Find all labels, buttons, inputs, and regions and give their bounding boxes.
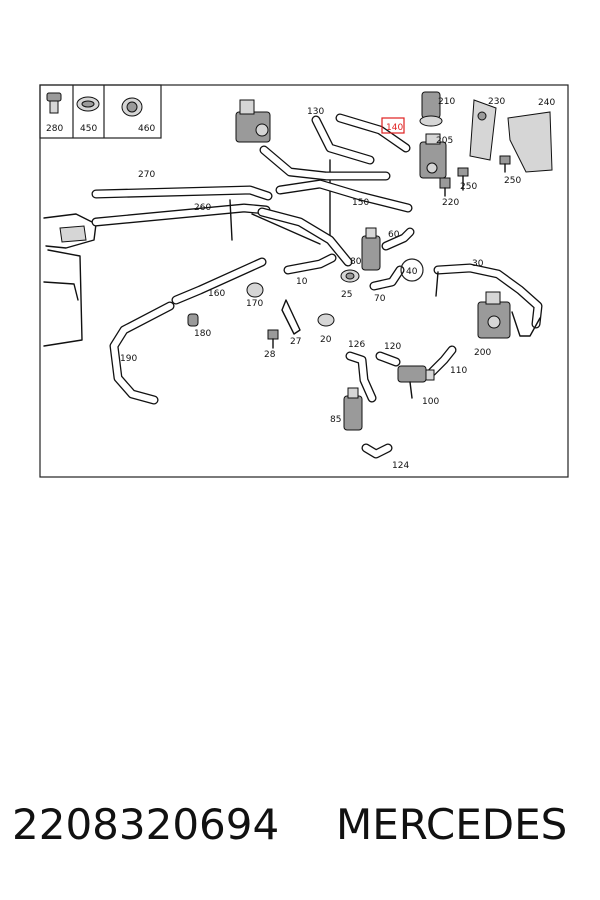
screw-250a-icon <box>457 167 469 191</box>
footer: 2208320694 MERCEDES <box>0 800 600 870</box>
label-270: 270 <box>138 170 155 180</box>
hose-10 <box>283 253 337 275</box>
label-280: 280 <box>46 124 63 134</box>
clamp-25-icon <box>340 269 360 283</box>
hose-150 <box>275 179 413 213</box>
hose-lower-loop <box>257 207 353 267</box>
label-190: 190 <box>120 354 137 364</box>
part-20-icon <box>317 313 335 327</box>
label-85: 85 <box>330 415 341 425</box>
label-70: 70 <box>374 294 386 304</box>
pump-85-icon <box>343 387 363 431</box>
label-20: 20 <box>320 335 332 345</box>
hose-110 <box>427 345 457 377</box>
label-170: 170 <box>246 299 263 309</box>
part-280-icon <box>46 92 62 114</box>
label-10: 10 <box>296 277 308 287</box>
label-130: 130 <box>307 107 324 117</box>
label-25: 25 <box>341 290 352 300</box>
label-250a: 250 <box>460 182 477 192</box>
label-126: 126 <box>348 340 365 350</box>
label-40: 40 <box>406 267 418 277</box>
callout-circle-40 <box>400 258 424 282</box>
label-460: 460 <box>138 124 155 134</box>
engine-block-outline <box>43 213 97 347</box>
hose-124 <box>361 443 393 459</box>
label-140: 140 <box>386 123 403 133</box>
valve-205-icon <box>419 133 447 179</box>
screw-220-icon <box>439 177 451 197</box>
hose-upper-loop <box>259 145 391 181</box>
label-210: 210 <box>438 97 455 107</box>
label-110: 110 <box>450 366 467 376</box>
screw-28-icon <box>267 329 279 349</box>
pipe-190 <box>109 301 175 405</box>
label-250b: 250 <box>504 176 521 186</box>
label-27: 27 <box>290 337 301 347</box>
hose-30 <box>433 263 543 329</box>
diagram-frame <box>39 84 569 478</box>
pipe-270 <box>91 185 273 201</box>
label-205: 205 <box>436 136 453 146</box>
label-80: 80 <box>350 257 362 267</box>
pump-210-icon <box>419 91 443 127</box>
pipe-160 <box>171 257 267 305</box>
part-number: 2208320694 <box>12 800 280 849</box>
label-100: 100 <box>422 397 439 407</box>
label-28: 28 <box>264 350 276 360</box>
label-260: 260 <box>194 203 211 213</box>
brand-name: MERCEDES <box>336 800 568 849</box>
hose-130 <box>311 115 375 165</box>
legend-boxes <box>39 84 162 139</box>
valve-100-icon <box>397 365 435 383</box>
label-450: 450 <box>80 124 97 134</box>
line-100 <box>409 381 413 399</box>
hose-200-right <box>511 311 541 337</box>
label-150: 150 <box>352 198 369 208</box>
highlight-box-140 <box>381 117 405 134</box>
bracket-230-icon <box>469 99 497 161</box>
hose-70 <box>369 265 405 291</box>
hose-60 <box>381 227 415 251</box>
label-240: 240 <box>538 98 555 108</box>
line-30-down <box>435 271 439 297</box>
part-450-clamp-icon <box>76 96 100 112</box>
part-27-icon <box>281 299 301 335</box>
pump-80-icon <box>361 227 381 271</box>
pipe-260 <box>91 203 271 227</box>
part-170-icon <box>246 282 264 298</box>
label-200: 200 <box>474 348 491 358</box>
part-460-clamp-icon <box>121 97 143 117</box>
label-230: 230 <box>488 97 505 107</box>
label-30: 30 <box>472 259 484 269</box>
label-120: 120 <box>384 342 401 352</box>
valve-block-top-icon <box>235 99 271 143</box>
screw-250b-icon <box>499 155 511 173</box>
bracket-240-icon <box>507 111 553 173</box>
label-160: 160 <box>208 289 225 299</box>
hose-140 <box>335 113 411 153</box>
label-180: 180 <box>194 329 211 339</box>
label-220: 220 <box>442 198 459 208</box>
label-124: 124 <box>392 461 409 471</box>
hose-120 <box>375 351 401 367</box>
part-180-icon <box>187 313 199 327</box>
hose-126 <box>345 351 377 403</box>
label-60: 60 <box>388 230 400 240</box>
valve-200-icon <box>477 291 511 339</box>
